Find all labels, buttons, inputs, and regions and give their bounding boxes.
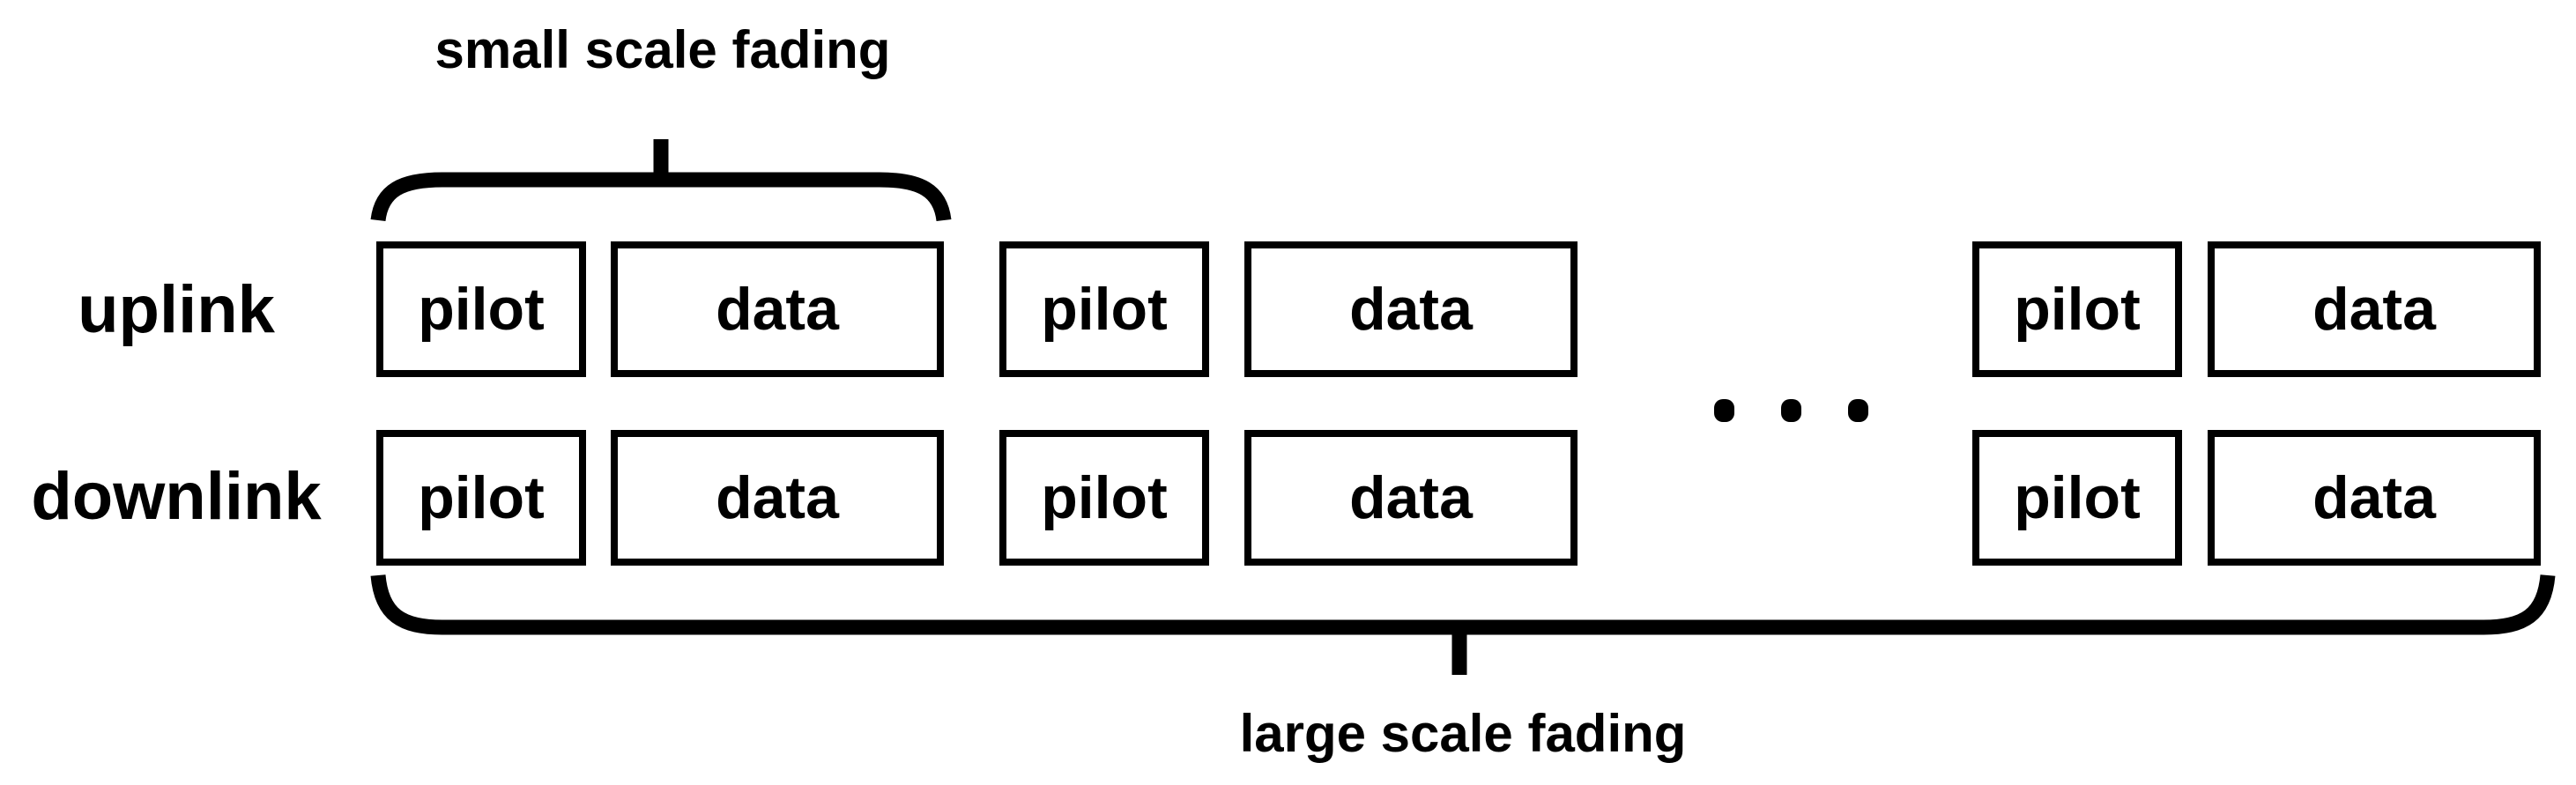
uplink-data-box-1: data xyxy=(611,241,944,377)
uplink-data-box-3: data xyxy=(2208,241,2541,377)
uplink-pilot-box-2: pilot xyxy=(999,241,1209,377)
downlink-data-box-1: data xyxy=(611,430,944,566)
uplink-pilot-box-3: pilot xyxy=(1972,241,2182,377)
downlink-pilot-box-3: pilot xyxy=(1972,430,2182,566)
uplink-data-box-2: data xyxy=(1244,241,1578,377)
downlink-data-box-2: data xyxy=(1244,430,1578,566)
downlink-pilot-box-2: pilot xyxy=(999,430,1209,566)
ellipsis-dot xyxy=(1781,399,1801,422)
large-scale-brace xyxy=(370,574,2556,635)
downlink-pilot-box-1: pilot xyxy=(376,430,586,566)
large-scale-fading-label: large scale fading xyxy=(1239,704,1687,763)
uplink-row-label: uplink xyxy=(78,272,275,347)
ellipsis-dots xyxy=(1714,399,1868,422)
downlink-data-box-3: data xyxy=(2208,430,2541,566)
small-scale-brace xyxy=(370,172,952,222)
uplink-pilot-box-1: pilot xyxy=(376,241,586,377)
downlink-row-label: downlink xyxy=(31,459,322,534)
ellipsis-dot xyxy=(1714,399,1734,422)
ellipsis-dot xyxy=(1848,399,1868,422)
small-scale-fading-label: small scale fading xyxy=(434,20,891,79)
